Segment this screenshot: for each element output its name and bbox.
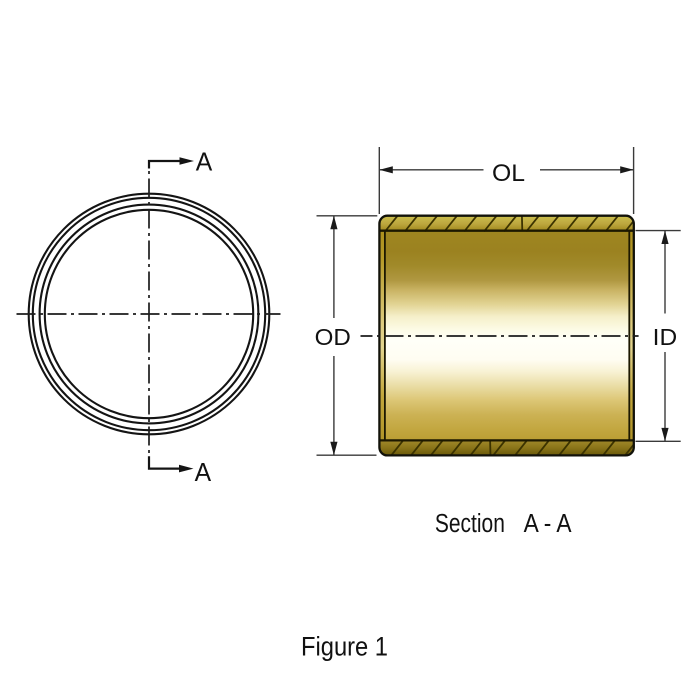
svg-text:A: A <box>196 149 213 177</box>
svg-text:Section: Section <box>435 510 505 538</box>
svg-text:OD: OD <box>315 324 351 350</box>
svg-text:OL: OL <box>492 160 525 187</box>
svg-text:ID: ID <box>653 324 678 350</box>
svg-text:A - A: A - A <box>524 510 572 538</box>
svg-text:A: A <box>195 459 212 487</box>
svg-text:Figure 1: Figure 1 <box>301 632 388 662</box>
